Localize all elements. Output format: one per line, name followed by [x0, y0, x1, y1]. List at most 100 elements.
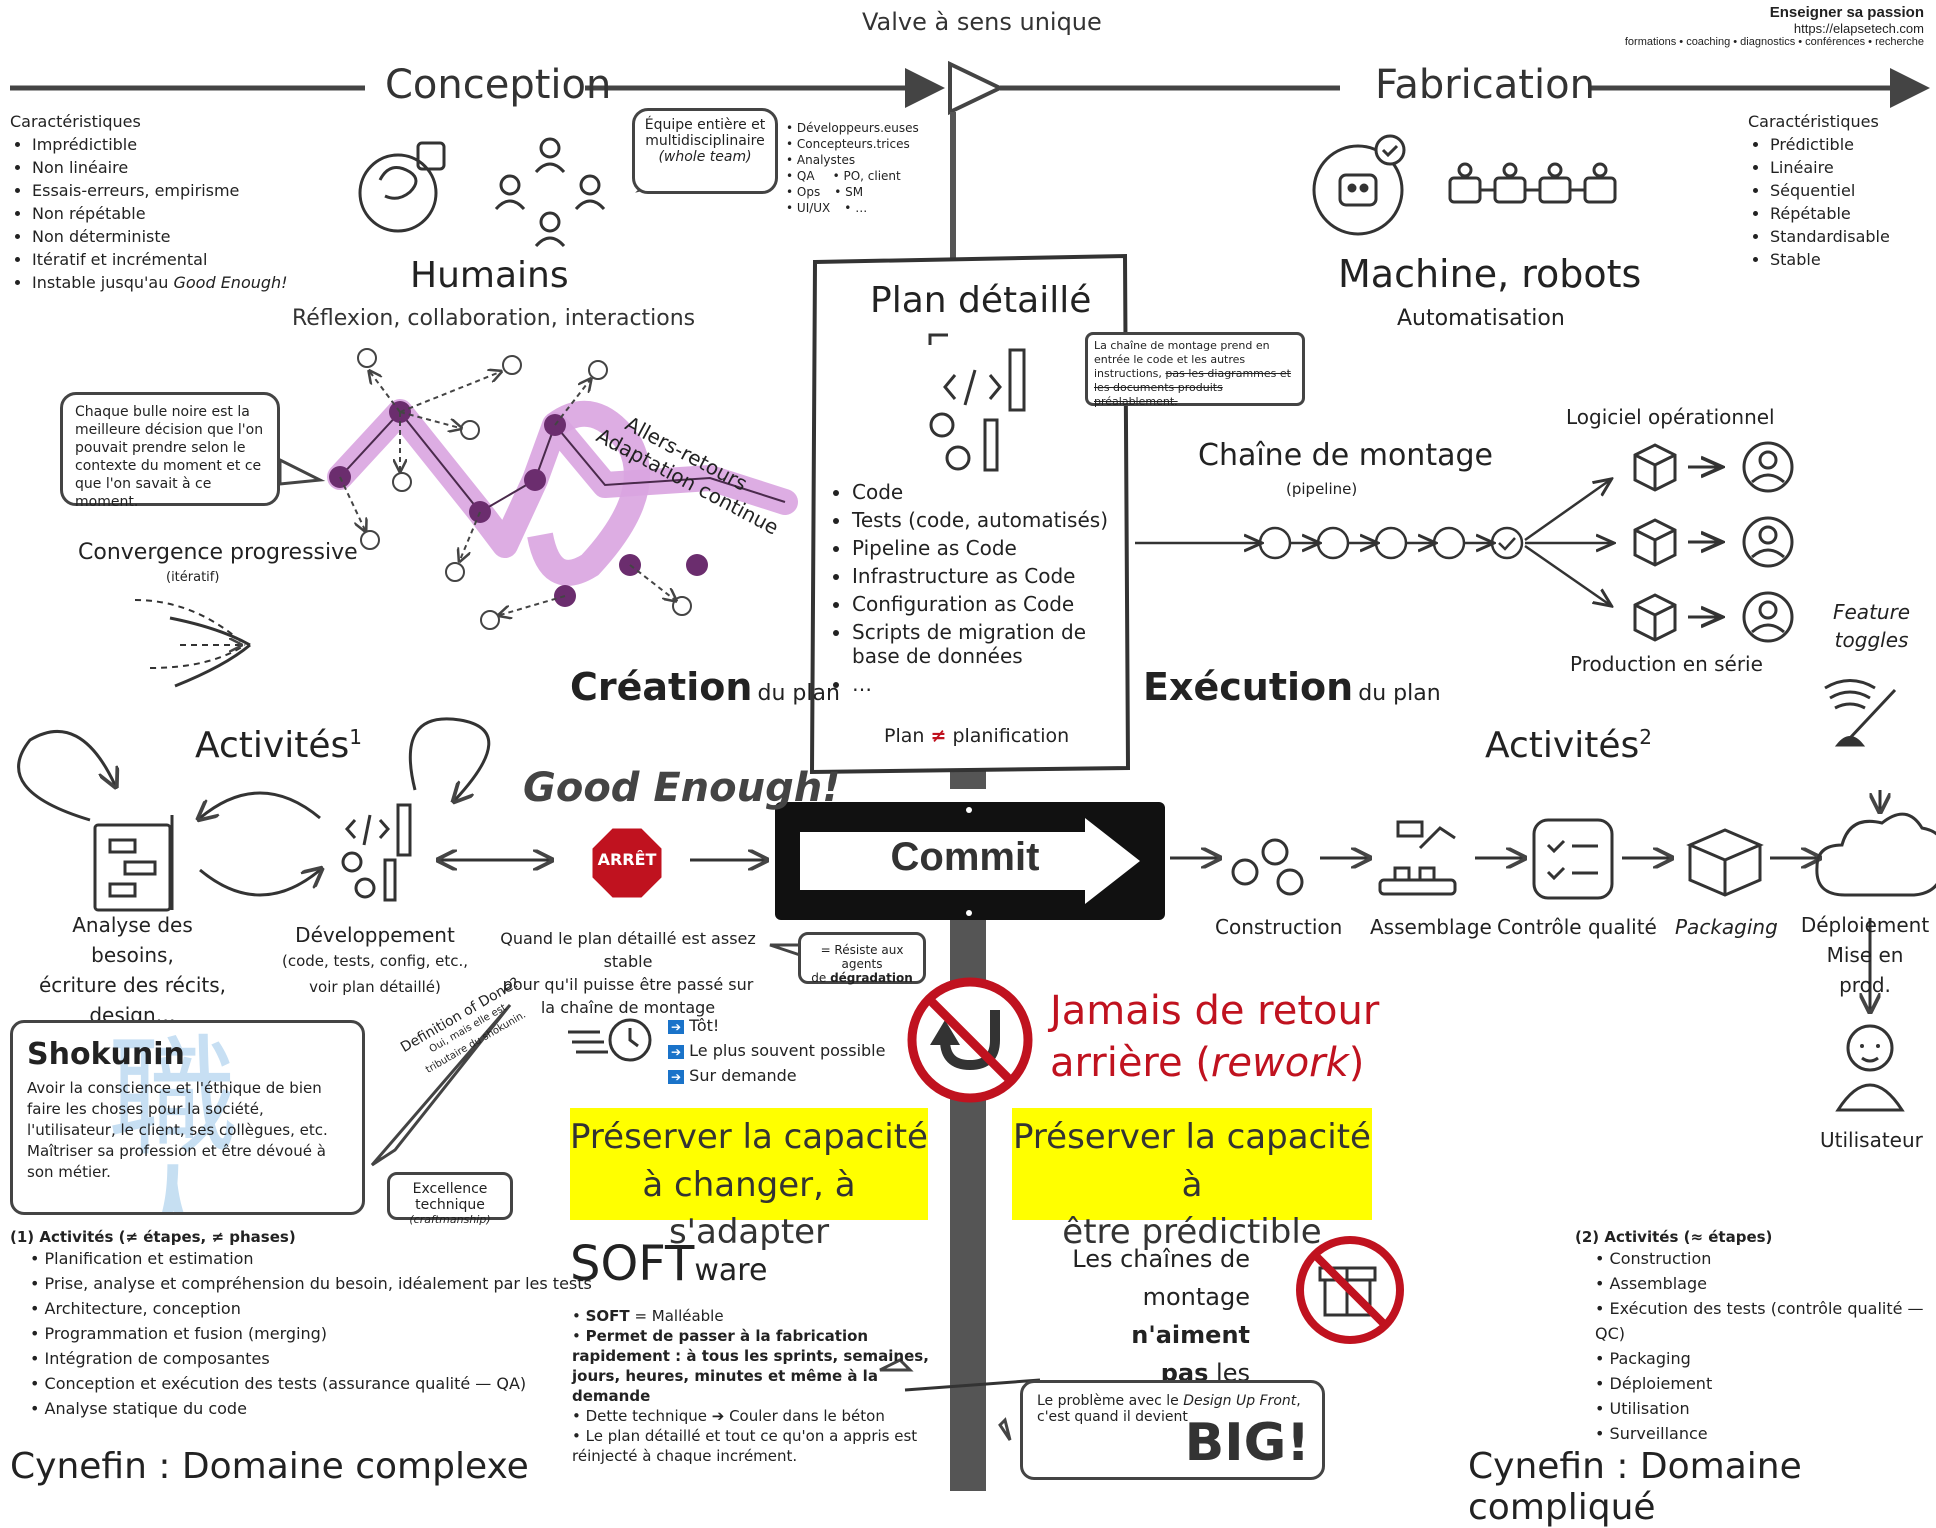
surprises-text: Les chaînes de montage n'aiment pas les …: [1072, 1245, 1250, 1425]
no-u-turn-icon: [907, 977, 1033, 1103]
machines-subtitle: Automatisation: [1397, 306, 1565, 331]
production-label: Production en série: [1570, 652, 1763, 676]
plan-item: Tests (code, automatisés): [852, 508, 1120, 532]
role-item: PO, client: [843, 169, 901, 183]
left-char-item: Non déterministe: [32, 227, 288, 246]
plan-title: Plan détaillé: [870, 280, 1092, 321]
brand-block: Enseigner sa passion https://elapsetech.…: [1625, 4, 1924, 48]
right-char-title: Caractéristiques: [1748, 112, 1879, 131]
good-enough-label: Good Enough!: [523, 765, 841, 811]
software-title: SOFTware: [570, 1236, 768, 1292]
pipeline-bubble-text: La chaîne de montage prend en entrée le …: [1094, 339, 1270, 380]
stage-quality: Contrôle qualité: [1497, 915, 1657, 939]
arrow-right-icon: ➔: [668, 1020, 685, 1034]
brand-url[interactable]: https://elapsetech.com: [1793, 21, 1924, 36]
team-icon: [494, 137, 606, 248]
notes-left: (1) Activités (≠ étapes, ≠ phases) • Pla…: [10, 1228, 592, 1418]
plan-footer-b: planification: [952, 725, 1070, 747]
deploy-label: Déploiement Mise en prod.: [1800, 913, 1930, 997]
stable-text: Quand le plan détaillé est assez stable …: [500, 929, 756, 1017]
timing-list: ➔ Tôt! ➔ Le plus souvent possible ➔ Sur …: [668, 1014, 885, 1089]
right-char-item: Stable: [1770, 250, 1890, 269]
robot-cycle-icon: [1312, 134, 1406, 236]
convergence-title: Convergence progressive: [78, 540, 358, 565]
no-surprise-icon: [1296, 1236, 1404, 1344]
good-enough-italic: Good Enough!: [173, 273, 288, 292]
preserve-adapt: Préserver la capacité à changer, à s'ada…: [570, 1108, 928, 1252]
creation-label: Création du plan: [570, 665, 840, 709]
role-item: QA: [796, 169, 815, 183]
arrow-right-icon: ➔: [668, 1070, 685, 1084]
pole-top: [950, 112, 956, 260]
convergence-icon: [134, 599, 251, 688]
diagram-canvas: [10, 60, 1936, 1491]
convergence-sub: (itératif): [166, 570, 220, 585]
left-activity-arrows: [17, 717, 765, 897]
convergence-path: [327, 348, 798, 630]
plan-sign: [809, 253, 1131, 775]
pipeline-line: [1135, 480, 1612, 605]
pipeline-title: Chaîne de montage: [1198, 438, 1493, 473]
dev-icon: [341, 803, 412, 902]
software-list: • SOFT = Malléable • Permet de passer à …: [572, 1307, 929, 1465]
analysis-label: Analyse des besoins, écriture des récits…: [38, 913, 227, 1027]
plan-footer-a: Plan: [884, 725, 925, 747]
role-item: UI/UX: [796, 201, 831, 215]
plan-item: Infrastructure as Code: [852, 564, 1120, 588]
right-activity-chain: [1170, 790, 1936, 1112]
activities-right-title: Activités2: [1485, 725, 1652, 766]
role-item: SM: [845, 185, 864, 199]
stage-assemblage: Assemblage: [1370, 915, 1492, 939]
code-checklist-icon: [928, 333, 1026, 472]
left-char-item: Itératif et incrémental: [32, 250, 288, 269]
preserve-predict: Préserver la capacité à être prédictible: [1012, 1108, 1372, 1252]
plan-list: Code Tests (code, automatisés) Pipeline …: [828, 480, 1120, 700]
dev-label: Développement (code, tests, config, etc.…: [281, 923, 469, 996]
bduf-bubble: Le problème avec le Design Up Front, c'e…: [1020, 1380, 1325, 1480]
role-item: Concepteurs.trices: [796, 137, 910, 151]
black-bubble-note: Chaque bulle noire est la meilleure déci…: [60, 392, 280, 510]
cynefin-left: Cynefin : Domaine complexe: [10, 1446, 529, 1487]
user-label: Utilisateur: [1820, 1128, 1923, 1152]
stop-label: ARRÊT: [597, 850, 657, 869]
plan-item: Configuration as Code: [852, 592, 1120, 616]
big-label: BIG!: [1184, 1413, 1310, 1473]
role-item: Ops: [796, 185, 821, 199]
plan-item: Code: [852, 480, 1120, 504]
resist-bubble: = Résiste aux agents de dégradation: [798, 932, 926, 985]
humans-title: Humains: [410, 255, 569, 296]
brand-title: Enseigner sa passion: [1769, 4, 1924, 21]
top-timeline: [10, 60, 1930, 116]
right-char-item: Séquentiel: [1770, 181, 1890, 200]
valve-label: Valve à sens unique: [862, 8, 1102, 36]
right-char-item: Linéaire: [1770, 158, 1890, 177]
team-bubble-line: (whole team): [658, 149, 752, 165]
left-char-item: Non linéaire: [32, 158, 288, 177]
plan-item: Pipeline as Code: [852, 536, 1120, 560]
arrow-right-icon: ➔: [668, 1045, 685, 1059]
package-output-icons: [1633, 441, 1794, 643]
fabrication-title: Fabrication: [1375, 62, 1595, 108]
software-out-title: Logiciel opérationnel: [1566, 405, 1775, 429]
role-item: Développeurs.euses: [796, 121, 919, 135]
plan-item: Scripts de migration de base de données: [852, 620, 1120, 668]
conception-title: Conception: [385, 62, 612, 108]
feature-toggles-label: Feature toggles: [1833, 600, 1911, 652]
commit-sign: [775, 802, 1165, 920]
notes-right: (2) Activités (≈ étapes) • Construction …: [1575, 1228, 1924, 1443]
plan-footer: Plan ≠ planification: [884, 725, 1069, 747]
toggle-icon: [1824, 679, 1897, 747]
excellence-bubble: Excellence technique (craftmanship): [387, 1172, 513, 1226]
brand-tagline: formations • coaching • diagnostics • co…: [1624, 36, 1924, 48]
team-bubble-line: multidisciplinaire: [645, 133, 765, 149]
shokunin-text: Avoir la conscience et l'éthique de bien…: [27, 1079, 328, 1181]
blueprint-icon: [93, 815, 174, 912]
shokunin-box: 職人 Shokunin Avoir la conscience et l'éth…: [10, 1020, 365, 1215]
pipeline-sub: (pipeline): [1286, 480, 1358, 498]
left-char-title: Caractéristiques: [10, 112, 141, 131]
right-characteristics: Caractéristiques Prédictible Linéaire Sé…: [1748, 112, 1890, 273]
shokunin-kanji: 職人: [108, 1022, 239, 1212]
team-bubble-line: Équipe entière et: [644, 117, 766, 133]
machines-title: Machine, robots: [1338, 252, 1642, 296]
humans-subtitle: Réflexion, collaboration, interactions: [292, 306, 696, 331]
